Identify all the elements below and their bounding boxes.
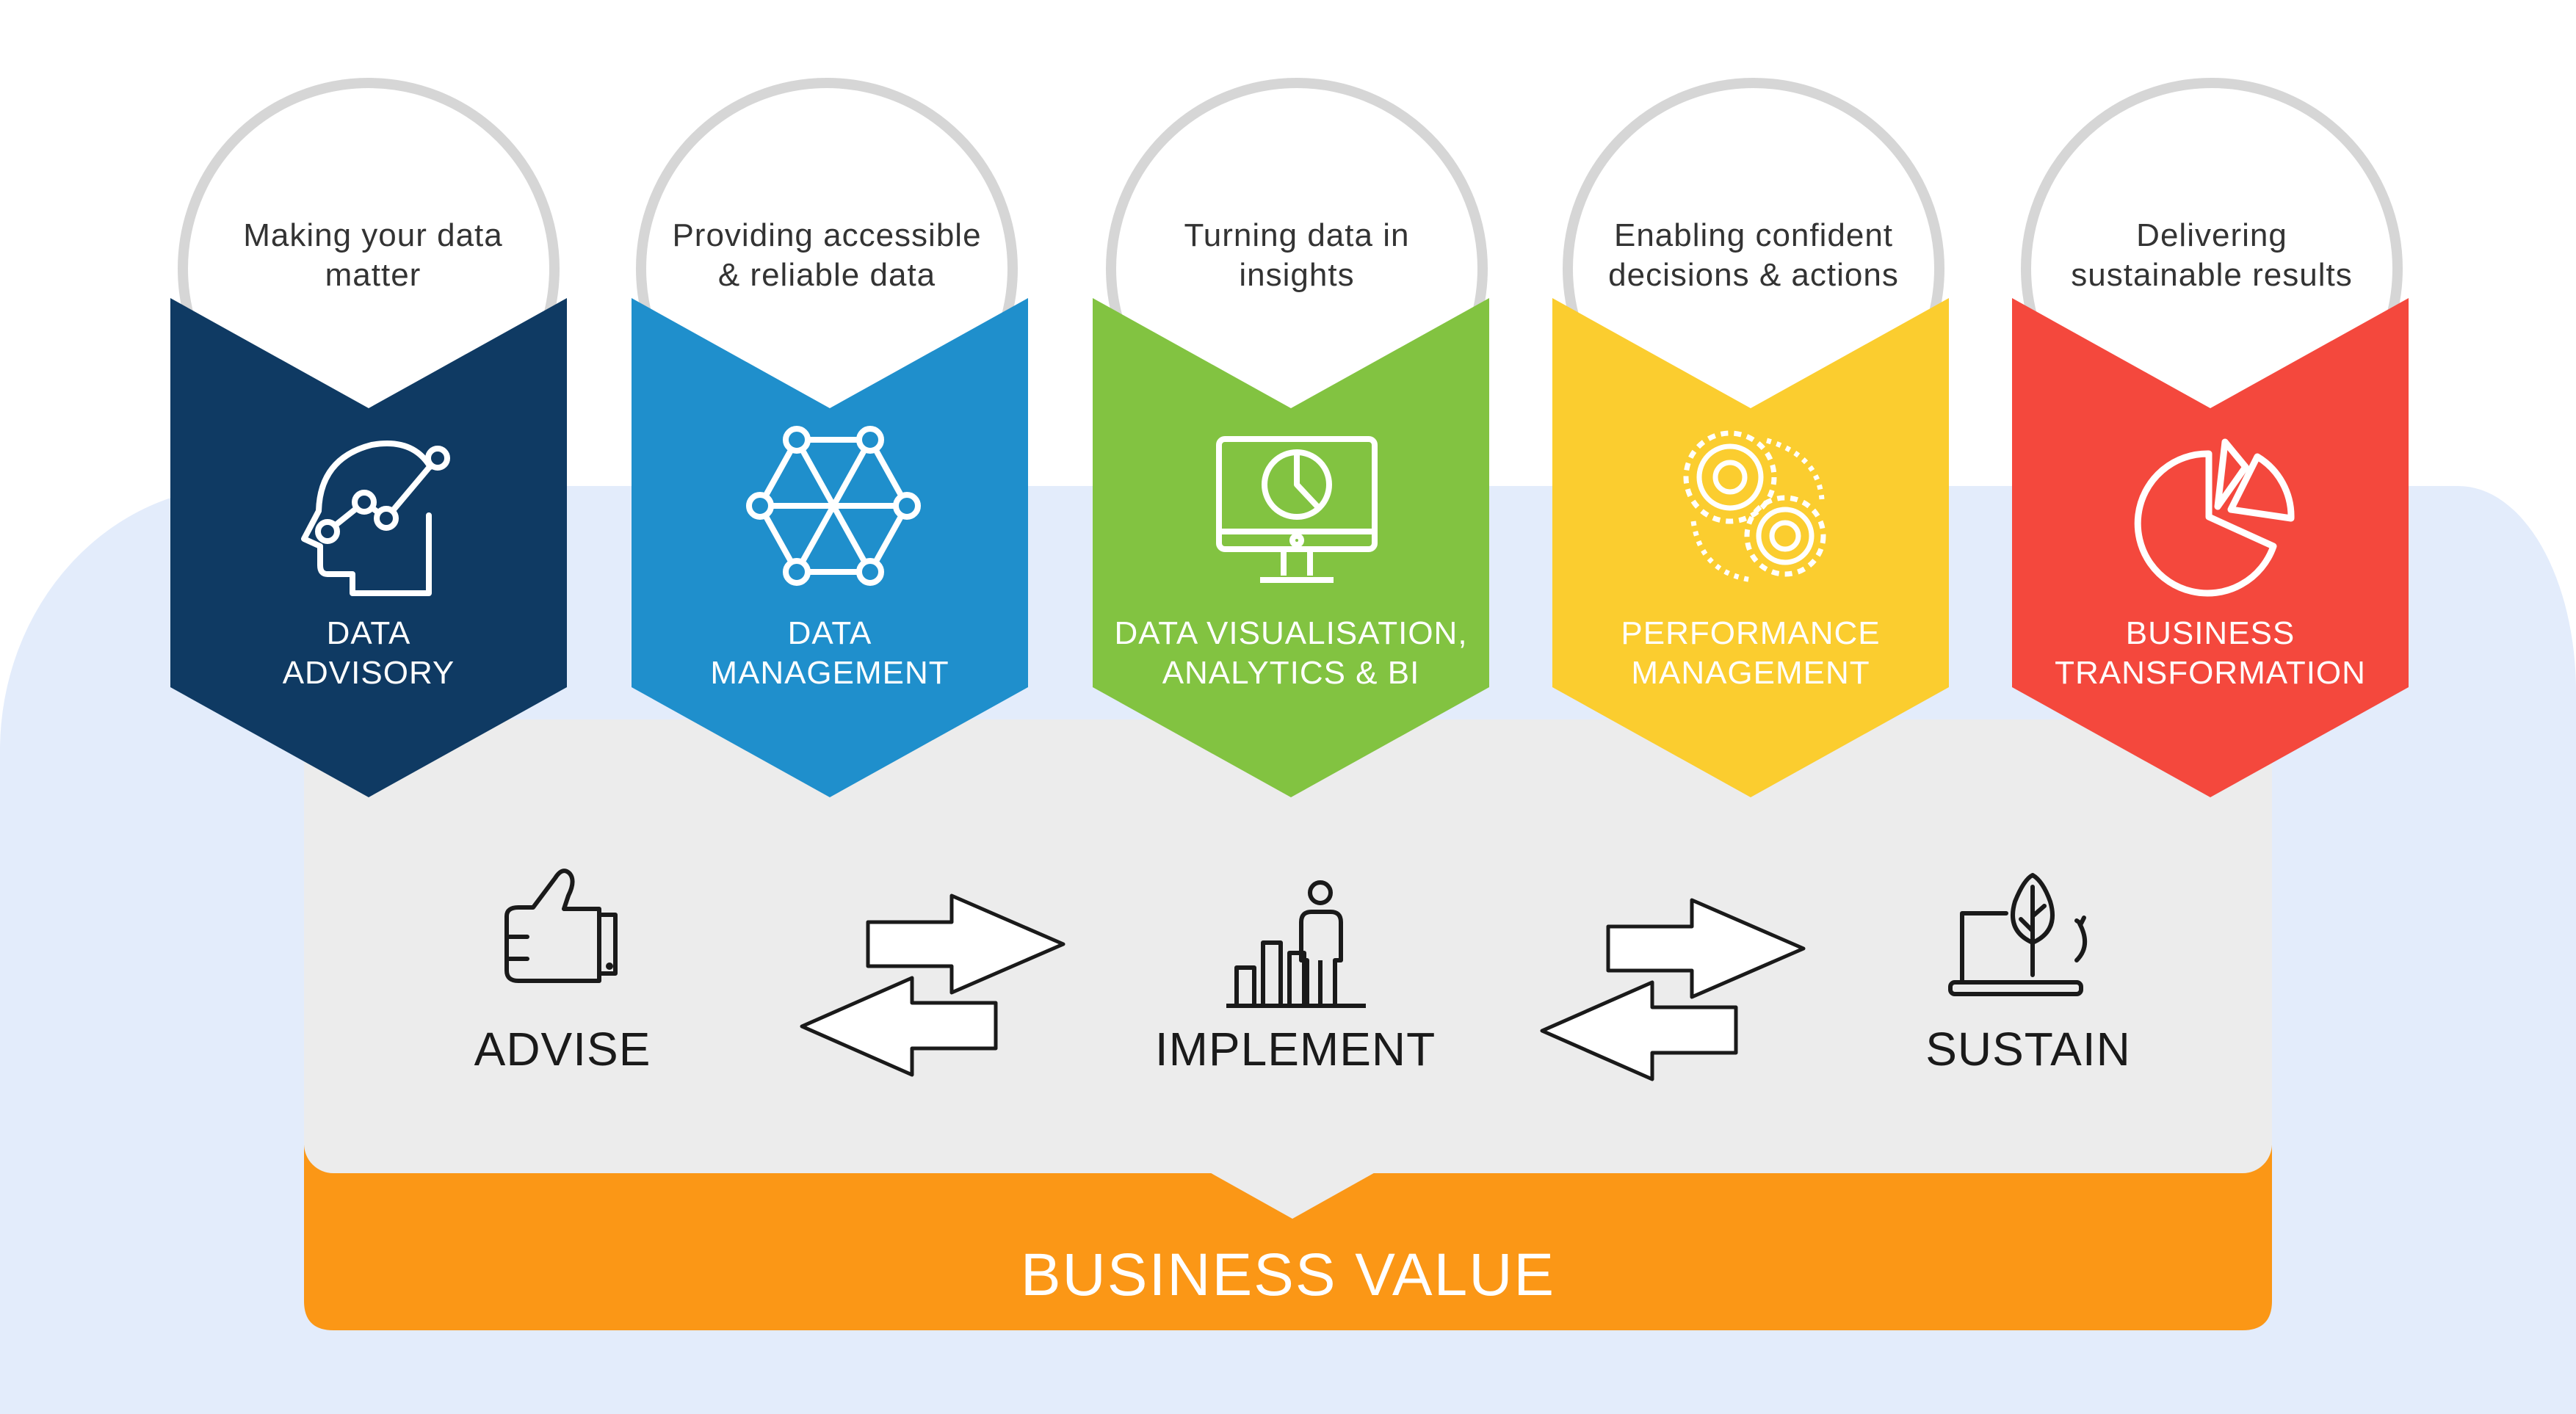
service-chevron-5 [2012,298,2409,797]
service-chevron-2 [632,298,1028,797]
pie-chart-icon [2134,438,2295,597]
phase-label-sustain: SUSTAIN [1925,1023,2131,1076]
service-tagline-2: Providing accessible& reliable data [672,217,982,293]
thumbs-up-icon [504,869,618,983]
monitor-chart-icon [1216,436,1378,583]
banner-notch [1182,1157,1403,1219]
phase-label-implement: IMPLEMENT [1154,1023,1436,1076]
arrows-advise-implement-icon [800,893,1066,1077]
gears-icon [1683,430,1826,583]
arrows-implement-sustain-icon [1540,898,1806,1081]
laptop-tree-icon [1948,873,2087,996]
head-analytics-icon [301,440,450,596]
person-bar-chart-icon [1226,880,1366,1008]
business-value-banner [304,1145,2272,1330]
phase-label-advise: ADVISE [474,1023,651,1076]
network-icon [746,426,921,586]
service-chevron-1 [170,298,567,797]
business-value-label: BUSINESS VALUE [1020,1241,1556,1308]
service-title-3: DATA VISUALISATION,ANALYTICS & BI [1114,615,1468,691]
